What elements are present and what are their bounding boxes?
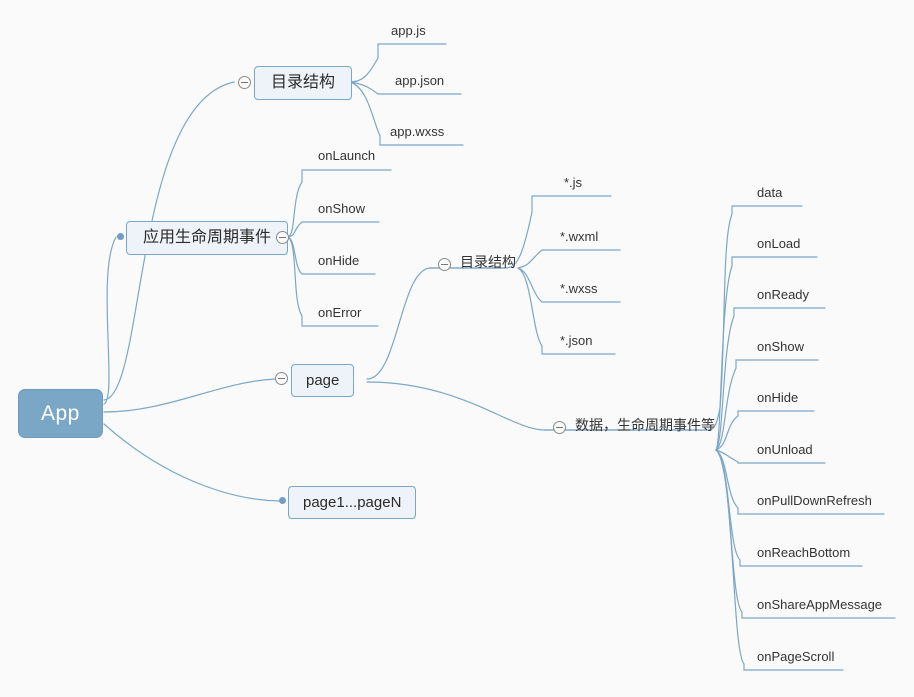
node-catalog-structure-page[interactable]: 目录结构	[460, 254, 516, 270]
leaf-onload[interactable]: onLoad	[757, 236, 801, 251]
node-page[interactable]: page	[291, 364, 355, 397]
leaf-app-js[interactable]: app.js	[391, 23, 426, 38]
node-page1-pagen[interactable]: page1...pageN	[288, 486, 417, 519]
edge-root-page	[103, 378, 276, 413]
edge-page-catalog2	[366, 267, 431, 380]
collapse-toggle-page[interactable]	[275, 372, 288, 385]
leaf-onpagescroll[interactable]: onPageScroll	[757, 649, 835, 664]
leaf-star-json[interactable]: *.json	[560, 333, 593, 348]
leaf-onreachbottom[interactable]: onReachBottom	[757, 545, 851, 560]
leaf-onunload[interactable]: onUnload	[757, 442, 813, 457]
collapse-toggle-catalog-structure-page[interactable]	[438, 258, 451, 271]
edge-catalog2-wxml	[517, 249, 621, 269]
collapse-toggle-catalog-structure-app[interactable]	[238, 76, 251, 89]
leaf-onready[interactable]: onReady	[757, 287, 810, 302]
edge-applifecycle-onshow	[287, 221, 380, 238]
leaf-app-onhide[interactable]: onHide	[318, 253, 360, 268]
leaf-app-wxss[interactable]: app.wxss	[390, 124, 445, 139]
collapse-toggle-app-lifecycle-events[interactable]	[276, 231, 289, 244]
leaf-onpulldownrefresh[interactable]: onPullDownRefresh	[757, 493, 872, 508]
node-catalog-structure-app[interactable]: 目录结构	[254, 66, 353, 100]
collapse-toggle-data-lifecycle-events[interactable]	[553, 421, 566, 434]
connector-dot-app-lifecycle-events	[117, 233, 124, 240]
node-app-lifecycle-events[interactable]: 应用生命周期事件	[126, 221, 289, 255]
leaf-data[interactable]: data	[757, 185, 783, 200]
leaf-page-onshow[interactable]: onShow	[757, 339, 804, 354]
edge-data-onshare	[715, 449, 896, 619]
leaf-onshareappmessage[interactable]: onShareAppMessage	[757, 597, 883, 612]
edge-data-onpage	[715, 449, 844, 671]
edge-data-onshow	[715, 359, 819, 451]
leaf-onerror[interactable]: onError	[318, 305, 362, 320]
leaf-app-onshow[interactable]: onShow	[318, 201, 365, 216]
edge-root-applifecycle	[103, 236, 117, 405]
connector-dot-page1-pagen	[279, 497, 286, 504]
edge-root-pages	[103, 423, 281, 502]
root-node-app[interactable]: App	[18, 389, 103, 438]
leaf-star-js[interactable]: *.js	[564, 175, 583, 190]
leaf-star-wxss[interactable]: *.wxss	[560, 281, 598, 296]
leaf-page-onhide[interactable]: onHide	[757, 390, 799, 405]
leaf-star-wxml[interactable]: *.wxml	[560, 229, 599, 244]
edge-data-onready	[715, 307, 826, 451]
leaf-onlaunch[interactable]: onLaunch	[318, 148, 376, 163]
edge-page-datalifecycle	[366, 381, 546, 431]
node-data-lifecycle-events[interactable]: 数据，生命周期事件等	[575, 417, 715, 433]
leaf-app-json[interactable]: app.json	[395, 73, 445, 88]
